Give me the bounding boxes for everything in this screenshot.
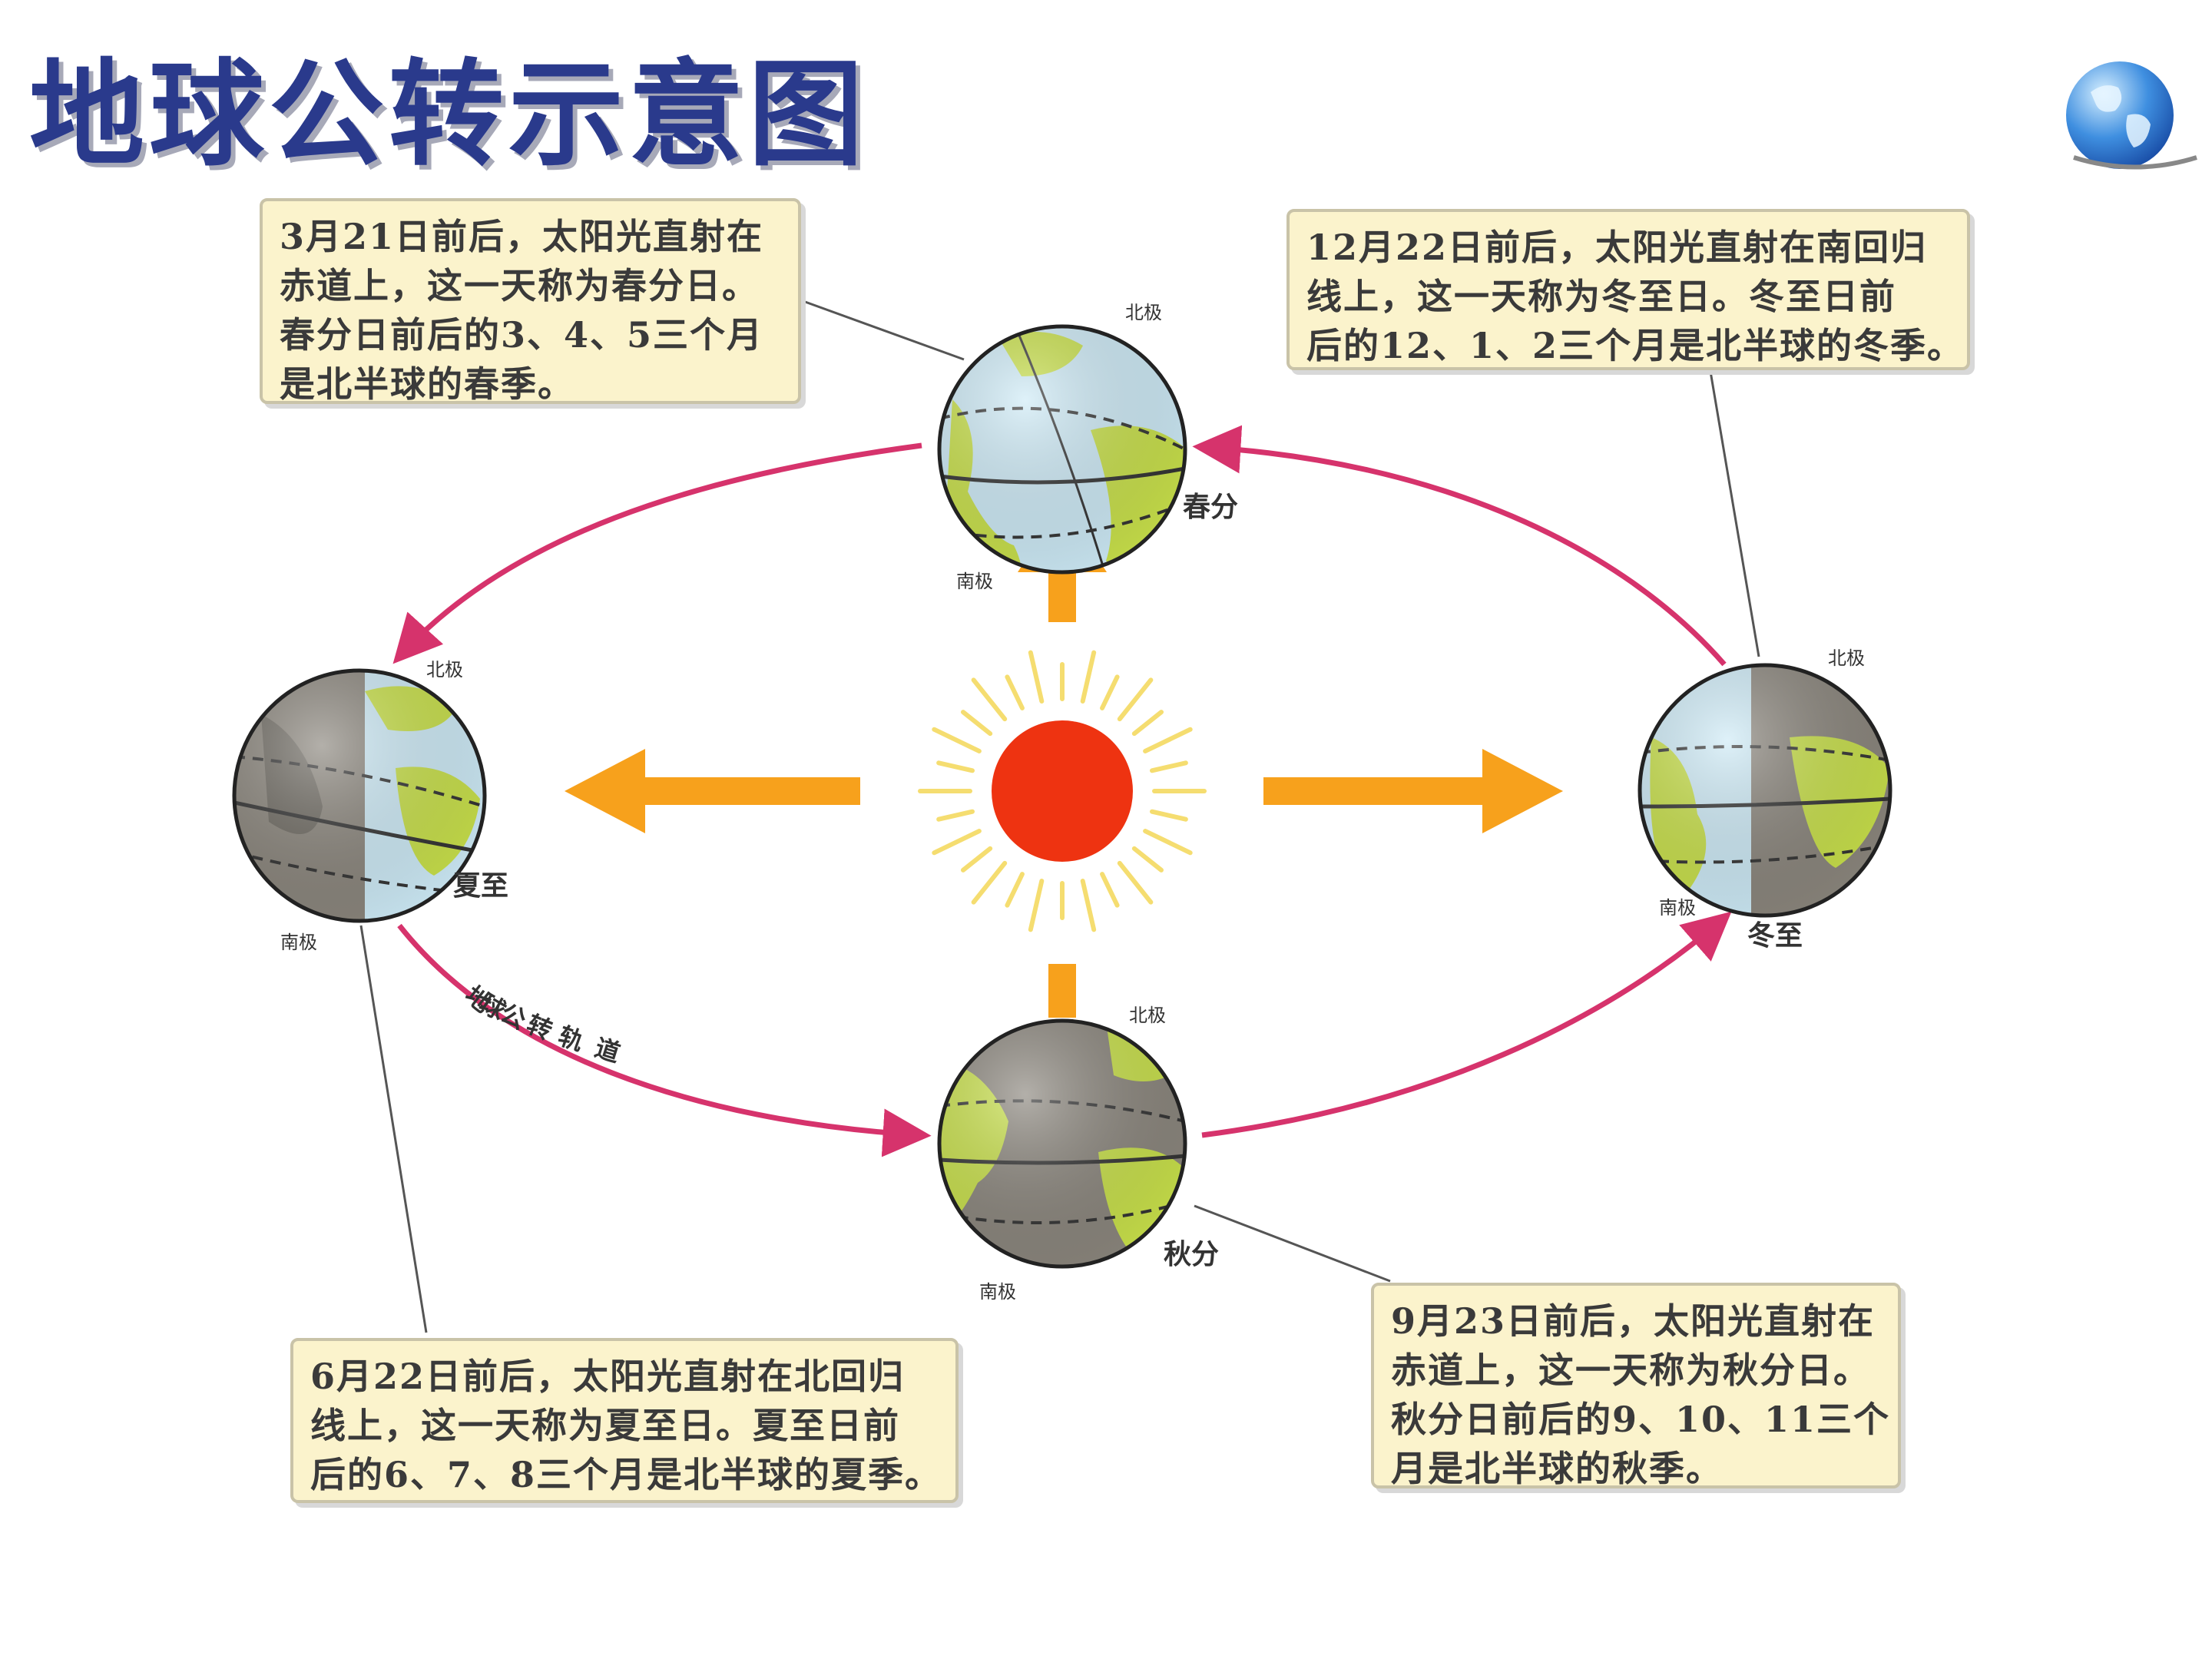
callout-spring: 3月21日前后，太阳光直射在 赤道上，这一天称为春分日。 春分日前后的3、4、5…: [260, 198, 801, 405]
orbit-arc-winter-spring: [1192, 425, 1727, 667]
orbit-arc-summer-autumn: [397, 923, 932, 1157]
sun-disc: [992, 720, 1133, 862]
orbit-label-char: 道: [591, 1033, 624, 1068]
sun-ray: [1143, 829, 1193, 856]
season-label-winter: 冬至: [1747, 919, 1803, 952]
callout-spring-line: 是北半球的春季。: [280, 363, 575, 405]
sun-ray: [932, 829, 982, 856]
callout-spring-line: 3月21日前后，太阳光直射在: [280, 216, 764, 257]
earth-spring: [939, 326, 1185, 572]
sun-ray: [971, 860, 1008, 905]
callout-autumn-line: 秋分日前后的9、10、11三个: [1391, 1399, 1891, 1440]
sun-ray: [1100, 872, 1120, 908]
sun-ray: [1117, 677, 1154, 722]
arrow-left: [565, 749, 860, 833]
callout-summer-line: 线上，这一天称为夏至日。夏至日前: [310, 1405, 900, 1446]
pole-south-winter: 南极: [1659, 897, 1696, 919]
callout-winter-line: 线上，这一天称为冬至日。冬至日前: [1306, 276, 1896, 317]
orbit-path: [392, 425, 1732, 1157]
pole-north-winter: 北极: [1828, 647, 1865, 669]
callout-spring-line: 赤道上，这一天称为春分日。: [280, 265, 759, 306]
leader-autumn: [1194, 1204, 1391, 1283]
leader-lines: [359, 298, 1760, 1333]
sun-ray: [1100, 674, 1120, 710]
sun-ray: [1149, 809, 1188, 822]
sun-ray: [1080, 650, 1097, 704]
callout-autumn-line: 9月23日前后，太阳光直射在: [1391, 1300, 1876, 1342]
callout-winter-line: 12月22日前后，太阳光直射在南回归: [1306, 227, 1928, 268]
sun-ray: [1080, 878, 1097, 932]
arrow-down: [1048, 964, 1076, 1018]
pole-north-autumn: 北极: [1129, 1005, 1166, 1026]
orbit-label: 地球公转轨道: [459, 980, 624, 1068]
sun-ray: [1149, 760, 1188, 773]
sun-ray: [1143, 727, 1193, 753]
sun: [918, 650, 1207, 932]
callout-winter-line: 后的12、1、2三个月是北半球的冬季。: [1306, 325, 1965, 366]
arrow-right: [1263, 749, 1563, 833]
pole-north-summer: 北极: [426, 659, 463, 680]
orbit-arc-spring-summer: [392, 442, 922, 664]
page-title: 地球公转示意图: [29, 48, 869, 182]
callout-winter: 12月22日前后，太阳光直射在南回归 线上，这一天称为冬至日。冬至日前 后的12…: [1286, 209, 1970, 370]
pole-south-spring: 南极: [956, 571, 993, 592]
sun-ray: [936, 760, 975, 773]
sun-ray: [1131, 710, 1164, 737]
sun-ray: [1117, 860, 1154, 905]
callout-autumn: 9月23日前后，太阳光直射在 赤道上，这一天称为秋分日。 秋分日前后的9、10、…: [1371, 1283, 1901, 1489]
callout-spring-line: 春分日前后的3、4、5三个月: [280, 314, 764, 356]
callout-autumn-line: 赤道上，这一天称为秋分日。: [1391, 1349, 1870, 1391]
season-label-spring: 春分: [1183, 491, 1238, 523]
callout-autumn-line: 月是北半球的秋季。: [1391, 1448, 1723, 1489]
callout-summer-line: 6月22日前后，太阳光直射在北回归: [310, 1356, 906, 1397]
leader-winter: [1707, 362, 1760, 657]
pole-south-summer: 南极: [280, 932, 317, 953]
sun-ray: [1028, 650, 1045, 704]
pole-north-spring: 北极: [1125, 302, 1162, 323]
sun-ray: [960, 846, 993, 873]
pole-south-autumn: 南极: [979, 1281, 1016, 1303]
sun-ray: [936, 809, 975, 822]
earth-winter: [1640, 665, 1890, 916]
season-label-autumn: 秋分: [1164, 1238, 1219, 1270]
sun-ray: [971, 677, 1008, 722]
sun-ray: [1131, 846, 1164, 873]
callout-summer: 6月22日前后，太阳光直射在北回归 线上，这一天称为夏至日。夏至日前 后的6、7…: [290, 1338, 959, 1503]
sun-ray: [1028, 878, 1045, 932]
globe-icon: [2066, 61, 2197, 170]
season-label-summer: 夏至: [453, 869, 508, 902]
sun-ray: [1005, 674, 1025, 710]
earth-summer: [234, 671, 485, 921]
orbit-arc-autumn-winter: [1201, 911, 1732, 1138]
sun-ray: [1005, 872, 1025, 908]
leader-spring: [798, 298, 965, 361]
leader-summer: [359, 925, 428, 1333]
sun-ray: [960, 710, 993, 737]
callout-summer-line: 后的6、7、8三个月是北半球的夏季。: [310, 1454, 942, 1495]
sun-ray: [932, 727, 982, 753]
earth-autumn: [939, 1021, 1185, 1267]
